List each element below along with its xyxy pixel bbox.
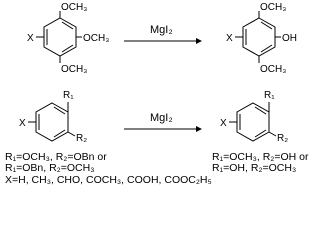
reaction-arrow-1: MgI₂ — [124, 24, 202, 44]
group-label: OCH₃ — [61, 2, 87, 13]
group-label: OCH₃ — [260, 2, 286, 13]
substituent-x: X — [226, 33, 233, 44]
condition-line: R₁=OH, R₂=OCH₃ — [212, 162, 296, 174]
bond-r2 — [268, 131, 277, 137]
substituent-x: X — [27, 33, 34, 44]
condition-line: R₁=OCH₃, R₂=OH or — [212, 151, 309, 163]
group-label: R₂ — [76, 133, 87, 144]
benzene-ring — [242, 17, 276, 57]
condition-line: R₁=OBn, R₂=OCH₃ — [5, 162, 95, 174]
benzene-ring — [35, 102, 69, 142]
bond-r2 — [67, 131, 76, 137]
group-label: OCH₃ — [83, 33, 109, 44]
benzene-ring — [236, 102, 270, 142]
reaction-scheme: X OCH₃ OCH₃ OCH₃ MgI₂ X OCH₃ OH OCH₃ — [5, 2, 309, 186]
reaction-arrow-2: MgI₂ — [124, 112, 202, 132]
substituent-x: X — [19, 118, 26, 129]
substituent-x: X — [220, 118, 227, 129]
reactant-2-structure: X R₁ R₂ — [19, 90, 87, 144]
condition-line: X=H, CH₃, CHO, COCH₃, COOH, COOC₂H₅ — [5, 174, 212, 186]
group-label: OH — [282, 33, 297, 44]
group-label: OCH₃ — [61, 64, 87, 75]
group-label: R₁ — [264, 90, 275, 101]
group-label: OCH₃ — [260, 64, 286, 75]
reagent-label: MgI₂ — [150, 24, 173, 36]
group-label: R₁ — [63, 90, 74, 101]
reagent-label: MgI₂ — [150, 112, 173, 124]
group-label: R₂ — [277, 133, 288, 144]
product-2-structure: X R₁ R₂ — [220, 90, 288, 144]
reactant-1-structure: X OCH₃ OCH₃ OCH₃ — [27, 2, 109, 75]
benzene-ring — [43, 17, 77, 57]
condition-line: R₁=OCH₃, R₂=OBn or — [5, 151, 107, 163]
product-1-structure: X OCH₃ OH OCH₃ — [226, 2, 297, 75]
